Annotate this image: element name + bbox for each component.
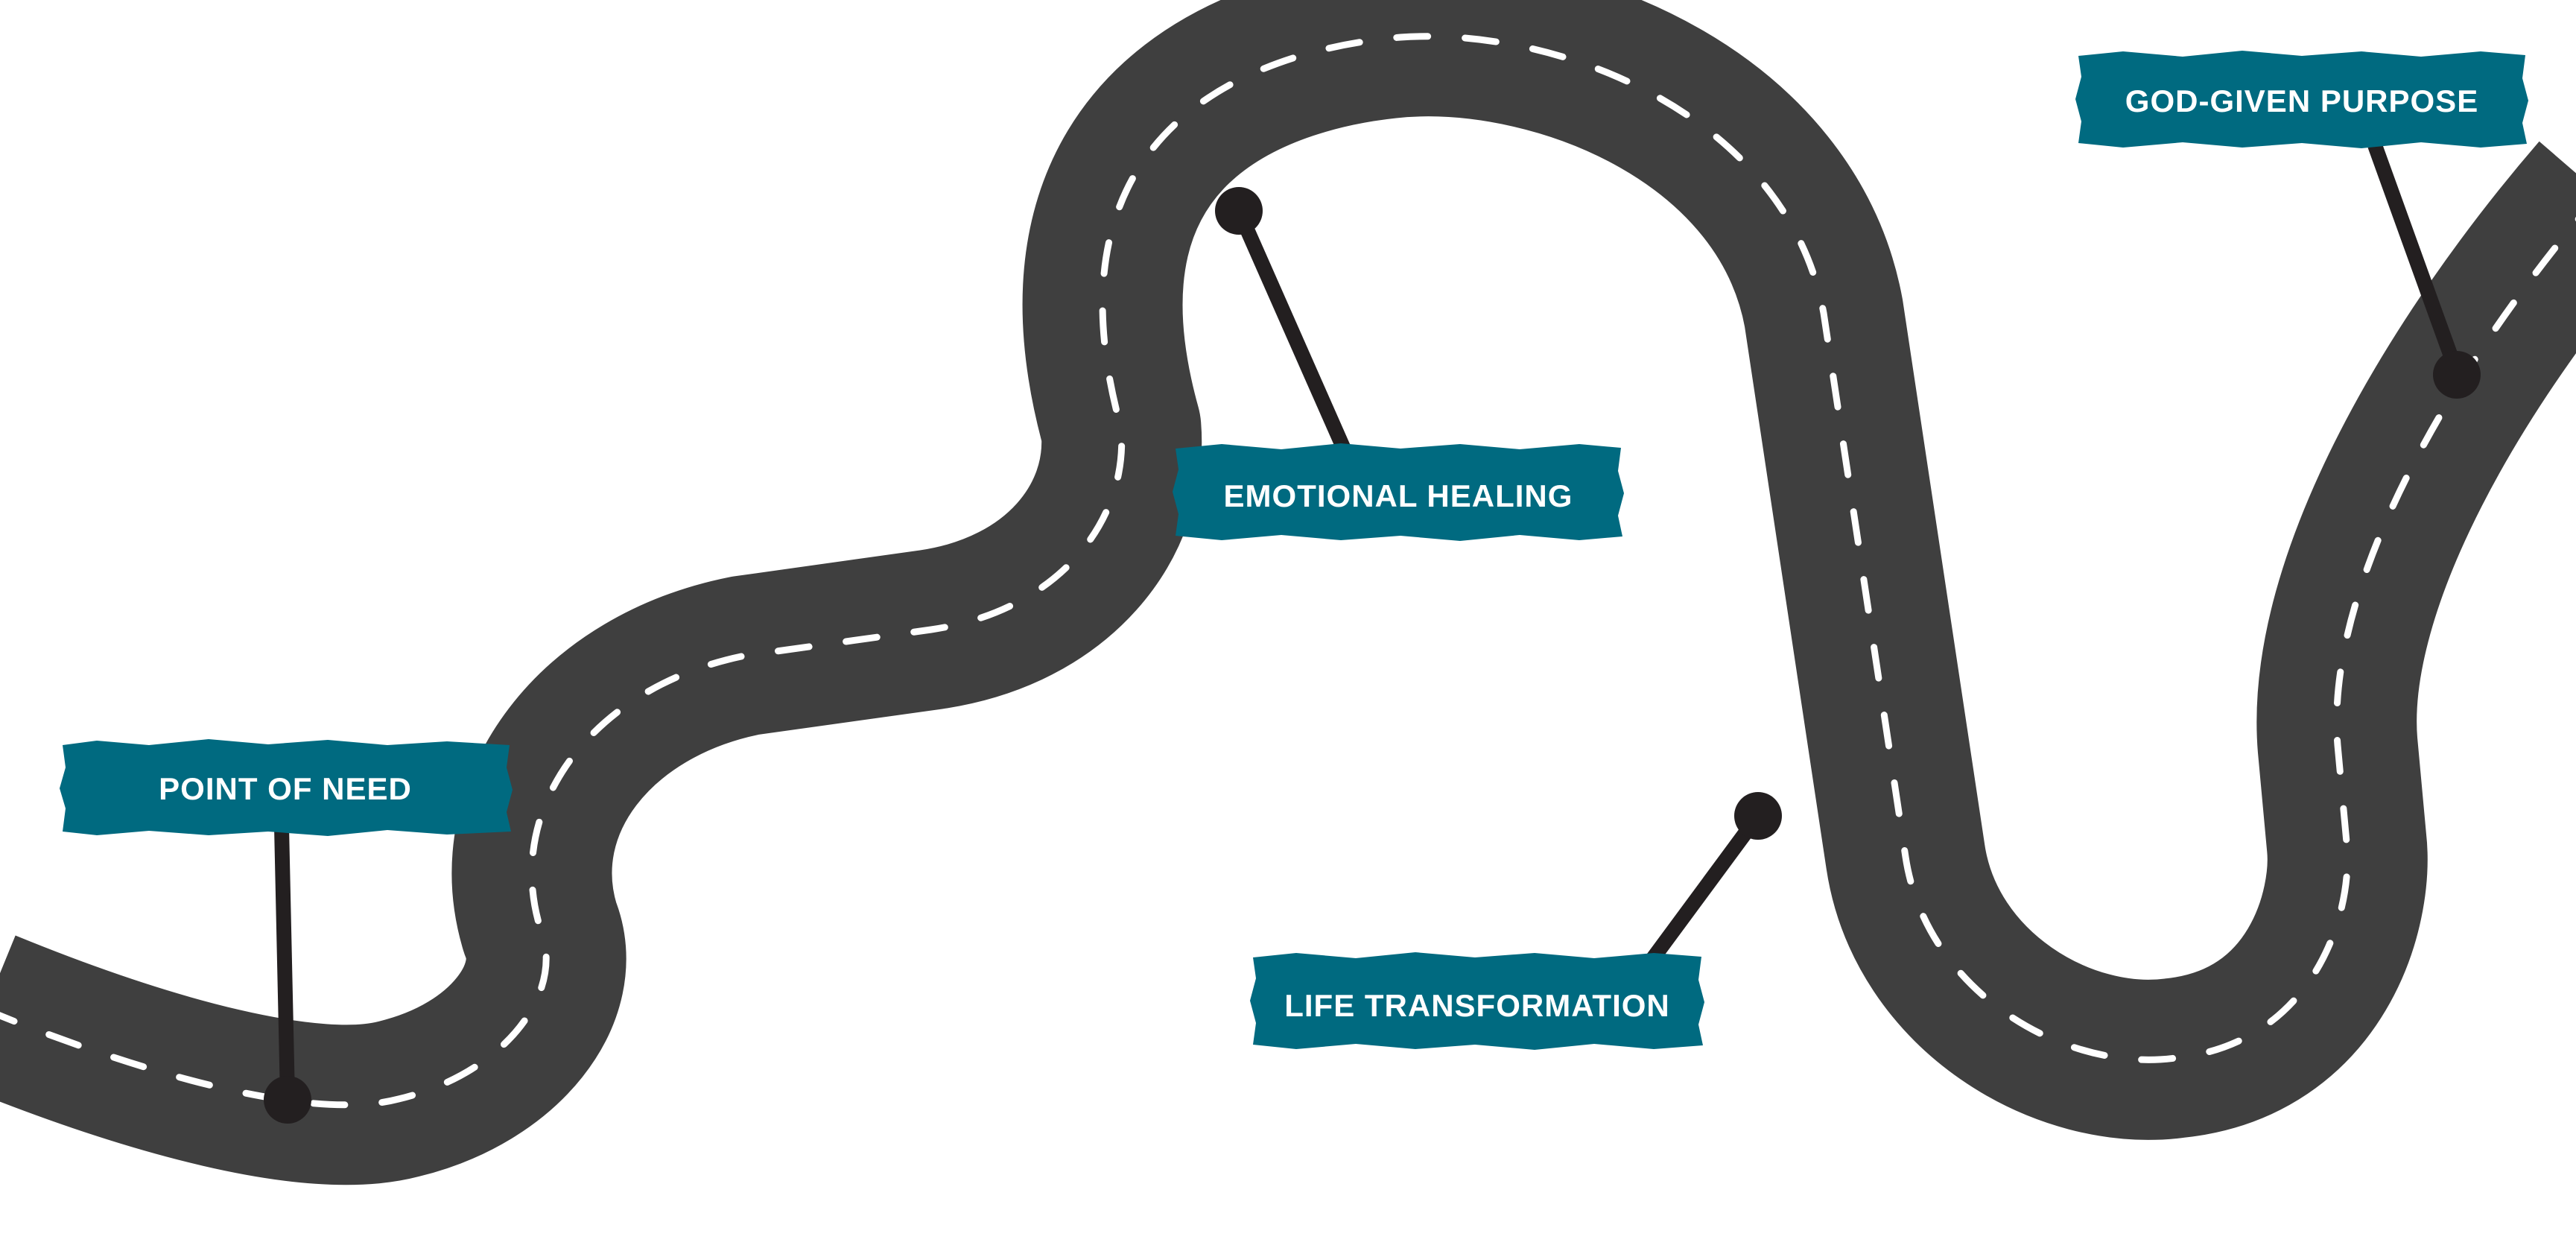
pin-stick bbox=[274, 826, 295, 1098]
label-banner: GOD-GIVEN PURPOSE bbox=[2075, 51, 2528, 148]
milestone-point-of-need: POINT OF NEED bbox=[60, 739, 513, 1124]
label-text: EMOTIONAL HEALING bbox=[1224, 478, 1573, 513]
label-banner: POINT OF NEED bbox=[60, 739, 513, 836]
milestone-life-transformation: LIFE TRANSFORMATION bbox=[1250, 792, 1782, 1050]
pin-stick bbox=[1636, 811, 1765, 977]
pin-stick bbox=[1231, 207, 1367, 488]
road bbox=[0, 37, 2576, 1105]
label-background bbox=[1250, 952, 1704, 1050]
label-banner: LIFE TRANSFORMATION bbox=[1250, 952, 1704, 1050]
pin-dot bbox=[1734, 792, 1782, 840]
pin-dot bbox=[2433, 351, 2481, 399]
milestone-god-given-purpose: GOD-GIVEN PURPOSE bbox=[2075, 51, 2528, 399]
lane-markings bbox=[0, 37, 2576, 1105]
label-text: LIFE TRANSFORMATION bbox=[1284, 988, 1670, 1023]
pin-stick bbox=[2367, 142, 2464, 376]
label-background bbox=[1173, 443, 1624, 541]
pin-dot bbox=[264, 1076, 311, 1124]
label-background bbox=[2075, 51, 2528, 148]
label-text: POINT OF NEED bbox=[159, 771, 412, 806]
pin-dot bbox=[1215, 187, 1263, 235]
milestone-emotional-healing: EMOTIONAL HEALING bbox=[1173, 187, 1624, 541]
label-banner: EMOTIONAL HEALING bbox=[1173, 443, 1624, 541]
label-text: GOD-GIVEN PURPOSE bbox=[2125, 83, 2478, 118]
label-background bbox=[60, 739, 513, 836]
